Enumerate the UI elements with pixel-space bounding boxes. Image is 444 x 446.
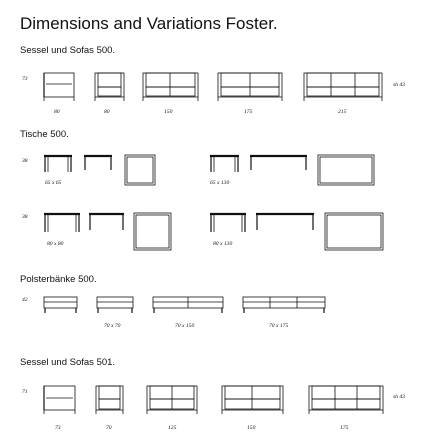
sofa-175-front-view (217, 72, 283, 101)
height-label-s501: 71 (22, 389, 28, 395)
sofa-215-front-view (303, 72, 383, 101)
width-label-s501-2: 70 (106, 425, 112, 431)
bench-70x175-front-view (242, 296, 326, 313)
width-label-s500-2: 80 (104, 109, 110, 115)
size-label-t500-3: 80 x 80 (47, 241, 64, 247)
width-label-s500-1: 80 (54, 109, 60, 115)
section-title-sessel-sofas-500: Sessel und Sofas 500. (20, 45, 115, 56)
table-65x130-side-view (210, 154, 239, 172)
bench-70x150-front-view (152, 296, 224, 313)
size-label-t500-1: 65 x 65 (45, 180, 62, 186)
table-80x80-top-view (133, 212, 172, 251)
table-65x130-top-view (317, 154, 375, 186)
seat-height-label-s500: sh 43 (393, 82, 405, 88)
table-80x80-side-view (44, 212, 80, 232)
table-65x65-front-view (84, 154, 112, 170)
table-80x130-top-view (324, 212, 384, 251)
table-80x130-front-view (256, 212, 314, 230)
table-80x80-front-view (89, 212, 124, 230)
table-65x65-top-view (124, 154, 156, 186)
section-title-polsterbaenke-500: Polsterbänke 500. (20, 274, 97, 285)
width-label-s501-1: 73 (55, 425, 61, 431)
width-label-s501-4: 150 (247, 425, 256, 431)
bench-side-view (43, 296, 78, 313)
height-label-t500-row1: 38 (21, 158, 28, 164)
armchair-side-view (43, 72, 75, 101)
bench-70x70-front-view (96, 296, 134, 313)
armchair-front-view (94, 72, 125, 101)
height-label-s500: 73 (22, 76, 28, 82)
height-label-p500: 42 (22, 297, 28, 303)
width-label-s500-4: 175 (244, 109, 253, 115)
table-80x130-side-view (210, 212, 246, 232)
table-65x130-front-view (250, 154, 307, 170)
width-label-s501-5: 175 (340, 425, 349, 431)
size-label-p500-1: 70 x 70 (104, 323, 121, 329)
height-label-t500-row2: 38 (21, 214, 28, 220)
width-label-s500-3: 150 (164, 109, 173, 115)
size-label-p500-2: 70 x 150 (175, 323, 194, 329)
seat-height-label-s501: sh 43 (393, 394, 405, 400)
section-title-sessel-sofas-501: Sessel und Sofas 501. (20, 357, 115, 368)
sofa-501-150-front-view (221, 385, 284, 414)
size-label-t500-2: 65 x 130 (210, 180, 229, 186)
size-label-p500-3: 70 x 175 (269, 323, 288, 329)
sofa-501-125-front-view (146, 385, 198, 414)
width-label-s501-3: 125 (168, 425, 177, 431)
size-label-t500-4: 80 x 130 (213, 241, 232, 247)
width-label-s500-5: 215 (338, 109, 347, 115)
section-title-tische-500: Tische 500. (20, 129, 69, 140)
armchair-501-front-view (95, 385, 124, 414)
table-65x65-side-view (44, 154, 72, 172)
sofa-150-front-view (142, 72, 199, 101)
page-title: Dimensions and Variations Foster. (20, 14, 278, 33)
armchair-501-side-view (43, 385, 76, 414)
sofa-501-175-front-view (308, 385, 384, 414)
